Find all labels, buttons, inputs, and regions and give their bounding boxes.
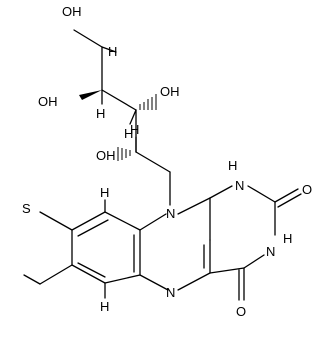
n1-label: N xyxy=(235,178,244,193)
c3-oh-label: OH xyxy=(38,94,58,109)
c2-oh-label: OH xyxy=(96,148,116,163)
n3-label: N xyxy=(266,244,275,259)
n3-h-label: H xyxy=(283,231,292,246)
isoalloxazine-ring-bonds xyxy=(23,185,302,301)
c3-h-label: H xyxy=(96,106,105,121)
n5-label: N xyxy=(166,285,175,300)
n10-label: N xyxy=(166,206,175,221)
c2-h-label: H xyxy=(130,122,139,137)
top-h-label: H xyxy=(108,44,117,59)
ring-h-bottom-label: H xyxy=(100,299,109,314)
c2-carbonyl-o-label: O xyxy=(302,182,312,197)
c4-carbonyl-o-label: O xyxy=(236,304,246,319)
substituent-s-label: S xyxy=(22,201,31,216)
ring-h-top-label: H xyxy=(100,185,109,200)
top-oh-label: OH xyxy=(62,4,82,19)
c4-oh-hashed-bond xyxy=(139,94,157,110)
c3-oh-wedge xyxy=(79,90,102,100)
c2-oh-hashed-bond xyxy=(117,147,131,161)
c4-oh-label: OH xyxy=(160,84,180,99)
n1-h-label: H xyxy=(228,158,237,173)
ribityl-chain-bonds xyxy=(73,29,171,206)
c4-h-label: H xyxy=(124,126,133,141)
